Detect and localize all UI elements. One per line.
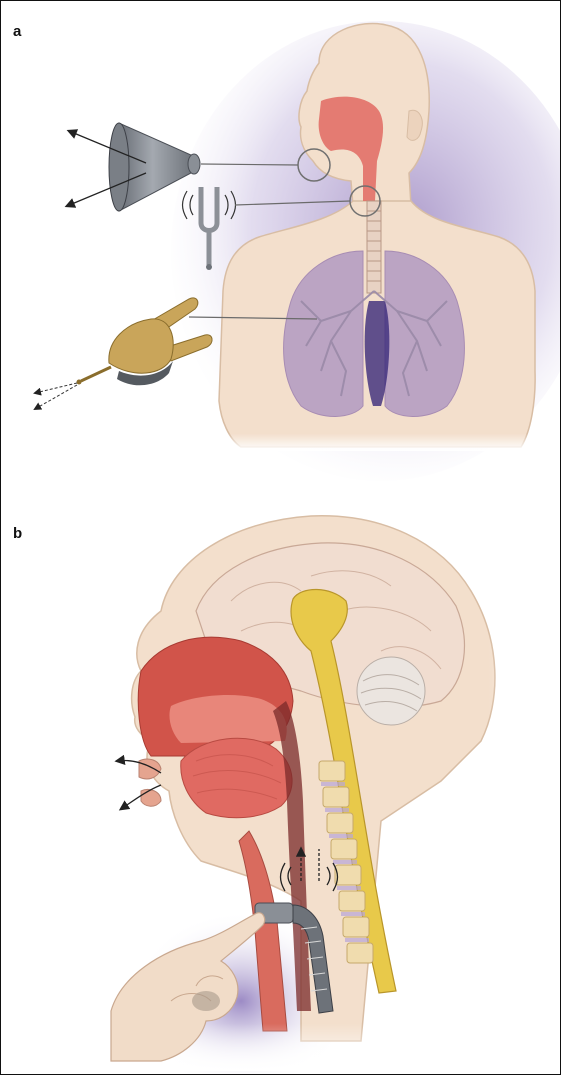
bellows-icon [35, 298, 212, 409]
panel-a-torso [171, 21, 560, 481]
